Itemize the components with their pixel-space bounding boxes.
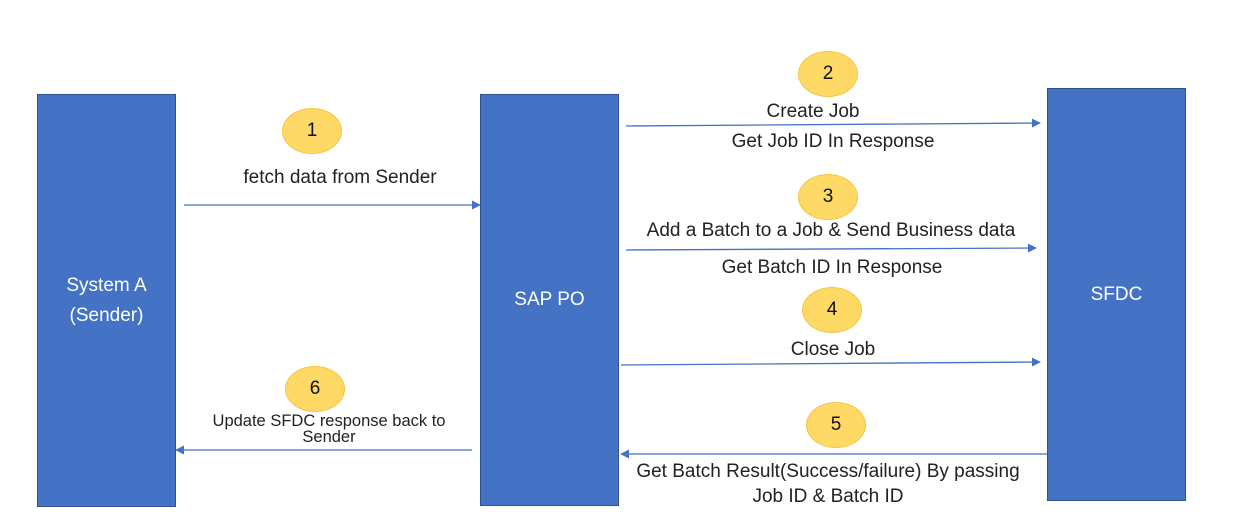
arrow-step-3 [625,243,1037,253]
step-5-badge: 5 [806,402,866,448]
step-1-badge: 1 [282,108,342,154]
arrow-step-2 [625,118,1041,128]
step-2-sublabel: Get Job ID In Response [731,131,935,152]
system-a-box: System A (Sender) [37,94,176,507]
step-4-badge: 4 [802,287,862,333]
step-2-label: Create Job [766,101,860,122]
arrow-step-4 [620,357,1041,367]
step-3-label: Add a Batch to a Job & Send Business dat… [646,220,1016,241]
sap-po-box: SAP PO [480,94,619,506]
step-4-label: Close Job [790,339,876,360]
step-5-label: Get Batch Result(Success/failure) By pas… [636,461,1020,507]
step-1-label: fetch data from Sender [243,167,437,188]
sfdc-box: SFDC [1047,88,1186,501]
step-6-badge: 6 [285,366,345,412]
step-2-badge: 2 [798,51,858,97]
step-6-label: Update SFDC response back to Sender [212,412,446,446]
step-3-sublabel: Get Batch ID In Response [721,257,943,278]
step-3-badge: 3 [798,174,858,220]
